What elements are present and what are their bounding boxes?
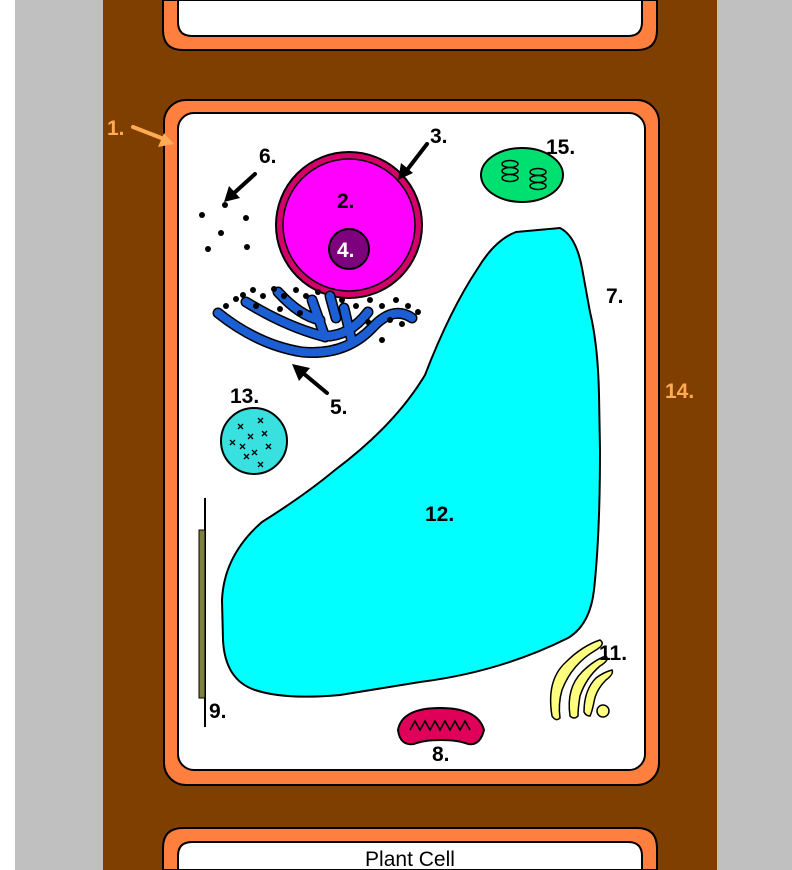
label-6: 6. [259, 145, 277, 168]
mitochondrion [398, 708, 484, 744]
label-4: 4. [337, 239, 355, 262]
label-14: 14. [665, 380, 694, 403]
caption: Plant Cell [365, 848, 455, 870]
label-12: 12. [425, 503, 454, 526]
cytoskeleton [199, 498, 205, 727]
label-9: 9. [209, 700, 227, 723]
label-11: 11. [599, 642, 627, 665]
nucleoplasm [283, 159, 415, 291]
label-7: 7. [606, 285, 624, 308]
label-2: 2. [337, 190, 355, 213]
label-13: 13. [230, 385, 259, 408]
label-3: 3. [430, 125, 448, 148]
golgi-vesicle [597, 705, 609, 717]
label-15: 15. [546, 136, 575, 159]
label-1: 1. [107, 117, 125, 140]
label-5: 5. [330, 396, 348, 419]
neighbor-cell-top [163, 0, 657, 50]
label-8: 8. [432, 743, 450, 766]
lysosome [221, 408, 287, 474]
